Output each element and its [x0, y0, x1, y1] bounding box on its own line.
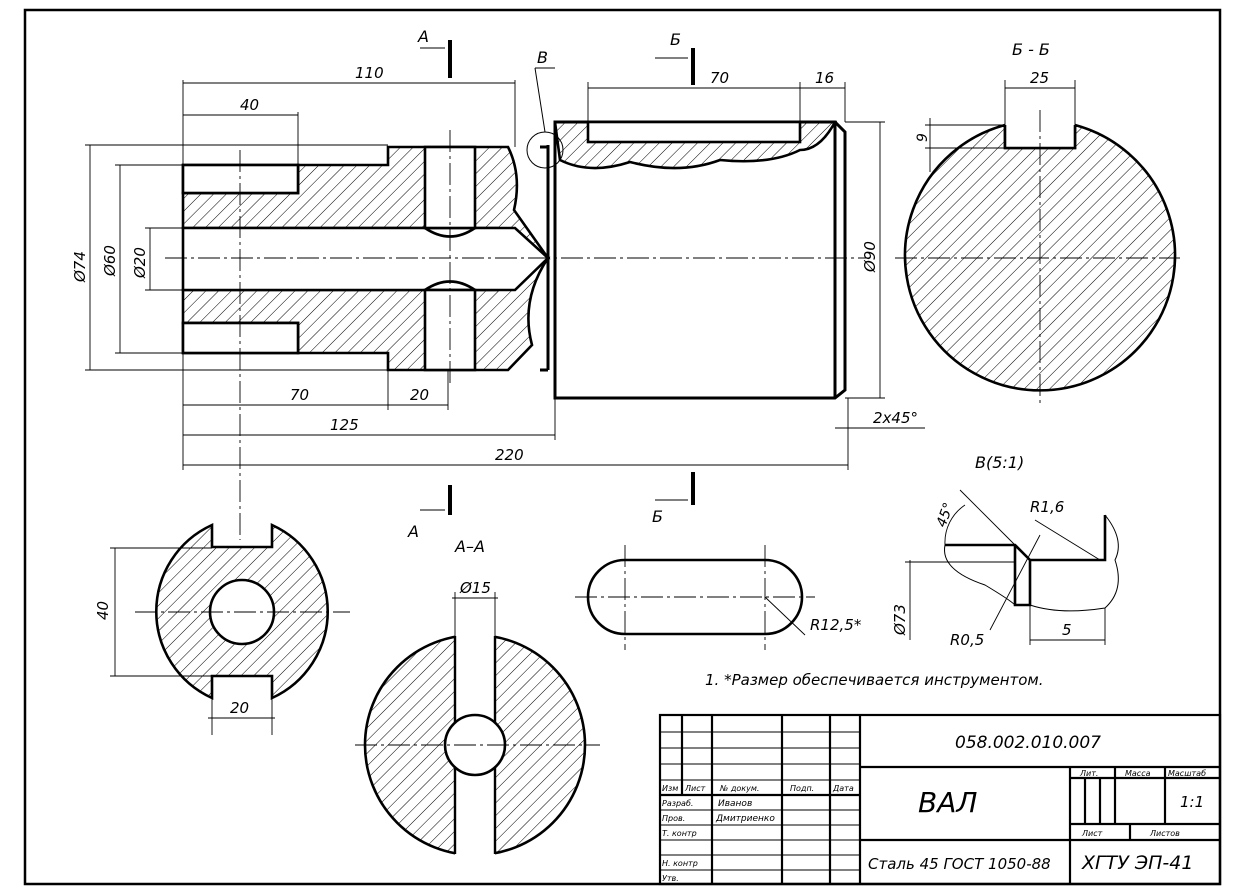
dim-40: 40 — [240, 96, 259, 114]
organization: ХГТУ ЭП-41 — [1081, 852, 1193, 874]
hdr-podp: Подп. — [790, 784, 814, 793]
label-arrow-A-bottom: А — [407, 522, 419, 541]
dim-220: 220 — [495, 446, 524, 464]
hdr-date: Дата — [832, 784, 854, 793]
hdr-sheets: Листов — [1149, 829, 1180, 838]
label-section-AA: А–А — [454, 537, 485, 556]
label-arrow-B-top: Б — [670, 30, 681, 49]
technical-note: 1. *Размер обеспечивается инструментом. — [705, 671, 1044, 689]
hdr-scale: Масштаб — [1168, 769, 1206, 778]
label-section-BB: Б - Б — [1012, 40, 1050, 59]
role-approved: Утв. — [662, 874, 679, 883]
dim-110: 110 — [355, 64, 384, 82]
dim-125: 125 — [330, 416, 359, 434]
role-developed: Разраб. — [662, 799, 693, 808]
hdr-sheet: Лист — [1081, 829, 1103, 838]
role-tcontrol: Т. контр — [662, 829, 697, 838]
label-detail-V: В(5:1) — [975, 453, 1024, 472]
texts: 110 40 Ø74 Ø60 Ø20 70 20 125 220 70 16 Ø… — [71, 27, 1206, 883]
name-developer: Иванов — [718, 799, 752, 809]
dim-chamfer: 2x45° — [873, 409, 918, 427]
name-checker: Дмитриенко — [715, 814, 775, 824]
main-view — [165, 67, 870, 540]
label-arrow-A-top: А — [417, 27, 429, 46]
hdr-izm: Изм — [662, 784, 678, 793]
dim-dia90: Ø90 — [861, 241, 879, 273]
dim-key-depth: 9 — [915, 133, 931, 142]
material: Сталь 45 ГОСТ 1050-88 — [868, 855, 1051, 873]
label-arrow-B-bottom: Б — [652, 507, 663, 526]
hdr-list: Лист — [684, 784, 706, 793]
central-bore — [181, 226, 550, 292]
title-block — [658, 713, 1222, 886]
dim-det-r16: R1,6 — [1030, 498, 1064, 516]
keyway-slot — [586, 120, 802, 144]
dim-slot-radius: R12,5* — [810, 616, 862, 634]
dim-20-left: 20 — [410, 386, 429, 404]
dim-sec-20: 20 — [230, 699, 249, 717]
dim-70-left: 70 — [290, 386, 309, 404]
dim-dia20: Ø20 — [131, 247, 149, 279]
scale-value: 1:1 — [1180, 793, 1204, 811]
detail-V — [905, 489, 1119, 645]
label-callout-V: В — [537, 48, 548, 67]
section-AA — [355, 592, 600, 857]
bore-lower-groove — [181, 321, 300, 355]
dim-dia74: Ø74 — [71, 251, 89, 283]
dim-hole-15: Ø15 — [459, 579, 491, 597]
section-markers — [420, 40, 695, 515]
role-ncontrol: Н. контр — [662, 859, 698, 868]
keyway-slot-view — [575, 545, 815, 650]
dim-sec-40: 40 — [94, 601, 112, 620]
groove-section — [110, 522, 350, 735]
part-name: ВАЛ — [918, 786, 977, 819]
dim-dia60: Ø60 — [101, 245, 119, 277]
bore-upper-groove — [181, 163, 300, 195]
dim-det-45: 45° — [934, 501, 958, 530]
doc-number: 058.002.010.007 — [955, 733, 1101, 753]
hdr-lit: Лит. — [1079, 769, 1098, 778]
dim-det-5: 5 — [1062, 621, 1072, 639]
role-checked: Пров. — [662, 814, 685, 823]
hdr-mass: Масса — [1125, 769, 1151, 778]
hdr-docno: № докум. — [719, 784, 759, 793]
drawing-frame — [23, 8, 1222, 886]
main-dimensions — [85, 80, 925, 470]
dim-16: 16 — [815, 69, 834, 87]
dim-key-width: 25 — [1030, 69, 1049, 87]
dim-det-r05: R0,5 — [950, 631, 984, 649]
slot-outline — [586, 558, 804, 636]
dim-70-key: 70 — [710, 69, 729, 87]
section-BB — [895, 80, 1180, 405]
dim-det-73: Ø73 — [891, 604, 909, 636]
